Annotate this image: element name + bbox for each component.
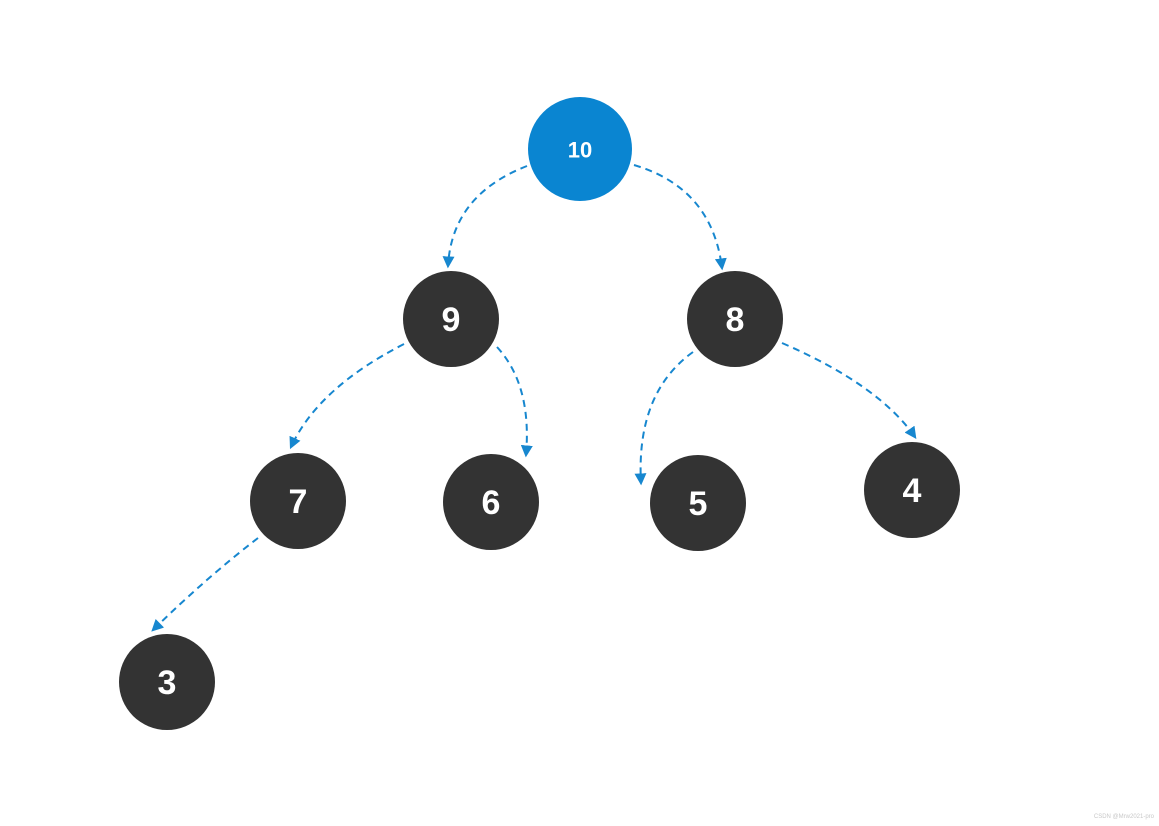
- tree-node-10: 10: [528, 97, 632, 201]
- tree-node-6: 6: [443, 454, 539, 550]
- node-label-9: 9: [442, 301, 461, 339]
- node-label-10: 10: [568, 138, 592, 163]
- tree-node-8: 8: [687, 271, 783, 367]
- nodes-layer: 10 9 8 7 6 5 4 3: [119, 97, 960, 730]
- edge-n8-n4-arrow: [781, 342, 917, 439]
- watermark-text: CSDN @Mrw2021-pro: [1094, 814, 1155, 820]
- edges-layer: [151, 164, 917, 632]
- node-label-4: 4: [903, 472, 922, 510]
- node-circle-8: [687, 271, 783, 367]
- edge-n10-n9-arrow: [442, 165, 528, 269]
- node-circle-6: [443, 454, 539, 550]
- node-circle-5: [650, 455, 746, 551]
- node-label-8: 8: [726, 301, 745, 339]
- node-circle-10: [528, 97, 632, 201]
- node-circle-9: [403, 271, 499, 367]
- tree-node-3: 3: [119, 634, 215, 730]
- tree-node-4: 4: [864, 442, 960, 538]
- node-label-5: 5: [689, 485, 708, 523]
- edge-n7-n3-arrow: [151, 537, 259, 632]
- node-label-7: 7: [289, 483, 308, 521]
- edge-n8-n5-arrow: [634, 351, 694, 486]
- node-circle-3: [119, 634, 215, 730]
- node-circle-7: [250, 453, 346, 549]
- tree-node-5: 5: [650, 455, 746, 551]
- edge-n9-n6-arrow: [496, 346, 533, 458]
- node-circle-4: [864, 442, 960, 538]
- edge-n10-n8-arrow: [633, 164, 727, 271]
- node-label-6: 6: [482, 484, 501, 522]
- tree-node-9: 9: [403, 271, 499, 367]
- edge-n9-n7-arrow: [289, 343, 405, 450]
- node-label-3: 3: [158, 664, 177, 702]
- tree-node-7: 7: [250, 453, 346, 549]
